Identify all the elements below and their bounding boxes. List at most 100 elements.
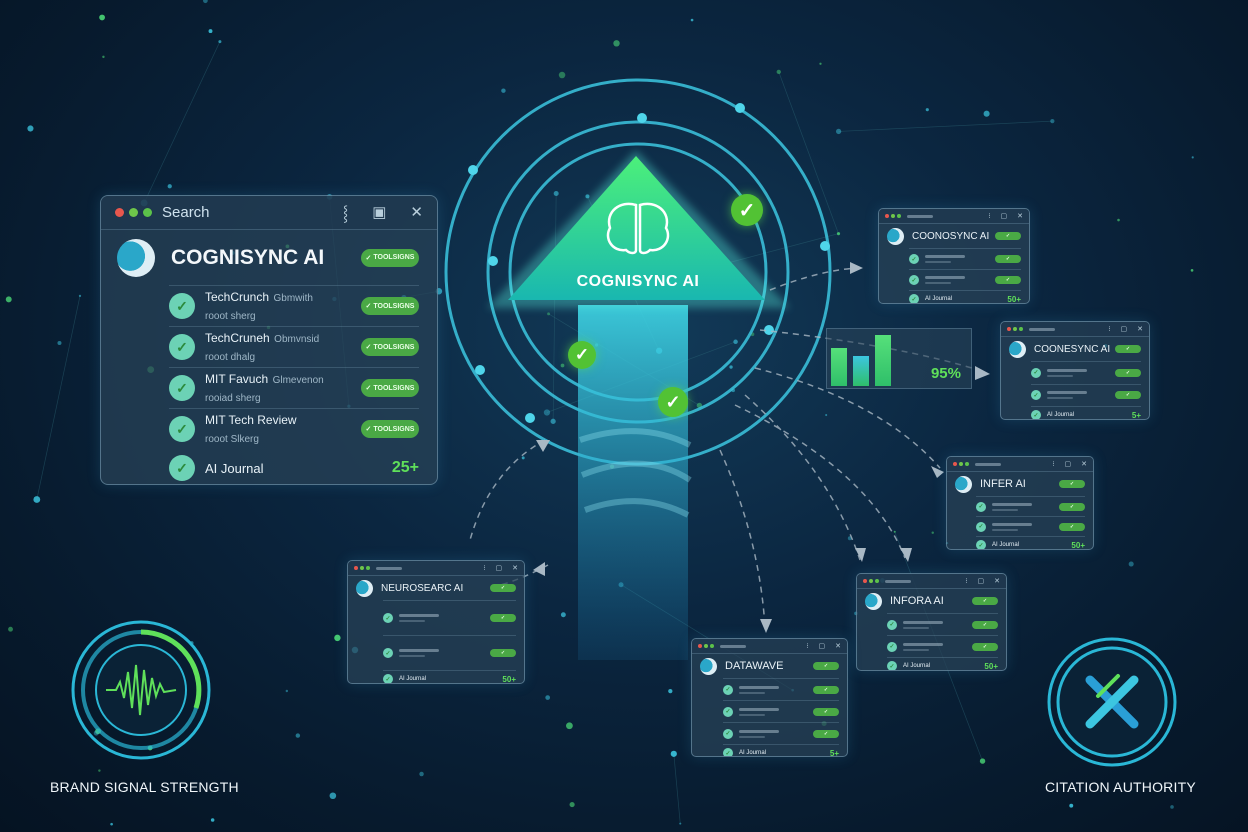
result-card: ⁝▢✕ DATAWAVE ✓ ✓ ✓ ✓ ✓ ✓ ✓ ✓ AI Journal …: [691, 638, 848, 757]
bar: [831, 348, 847, 386]
source-name: AI Journal: [739, 750, 767, 756]
source-sub: rooot dhalg: [205, 352, 256, 363]
list-item[interactable]: ✓ ✓: [383, 635, 516, 670]
list-item[interactable]: ✓ AI Journal 50+: [976, 536, 1085, 549]
list-item[interactable]: ✓ ✓: [1031, 361, 1141, 384]
status-badge: ✓: [972, 597, 998, 605]
minimize-dot[interactable]: [1013, 327, 1017, 331]
status-badge: ✓ TOOLSIGNS: [361, 297, 419, 315]
list-item[interactable]: ✓ ✓: [976, 516, 1085, 536]
check-icon: ✓: [1031, 367, 1041, 378]
list-item[interactable]: ✓ AI Journal 50+: [383, 670, 516, 684]
list-item[interactable]: ✓ AI Journal 50+: [909, 290, 1021, 304]
check-icon: ✓: [976, 501, 986, 512]
close-dot[interactable]: [953, 462, 957, 466]
source-name: AI Journal: [925, 296, 953, 302]
close-icon[interactable]: ✕: [1017, 213, 1023, 220]
status-badge: ✓: [972, 620, 998, 629]
source-count: 50+: [1007, 294, 1021, 304]
list-item[interactable]: ✓ MIT Favuch Glmevenon rooiad sherg ✓ TO…: [169, 367, 419, 408]
minimize-dot[interactable]: [704, 644, 708, 648]
maximize-dot[interactable]: [897, 214, 901, 218]
close-icon[interactable]: ✕: [512, 565, 518, 572]
list-item[interactable]: ✓ ✓: [723, 678, 839, 700]
minimize-dot[interactable]: [959, 462, 963, 466]
list-item[interactable]: ✓ MIT Tech Review rooot Slkerg ✓ TOOLSIG…: [169, 408, 419, 449]
window-icon[interactable]: ▢: [495, 565, 503, 572]
brain-logo-icon: [865, 592, 882, 610]
maximize-dot[interactable]: [366, 566, 370, 570]
info-icon[interactable]: ⁝: [1052, 461, 1055, 468]
info-icon[interactable]: ⁝: [965, 578, 968, 585]
window-icon[interactable]: ▢: [1120, 326, 1128, 333]
verified-check-icon: ✓: [731, 194, 763, 226]
check-icon: ✓: [1031, 390, 1041, 401]
maximize-dot[interactable]: [143, 208, 152, 217]
info-icon[interactable]: ⁝: [988, 213, 991, 220]
card-brand: COONOSYNC AI: [912, 230, 990, 242]
list-item[interactable]: ✓ AI Journal 25+: [169, 449, 419, 484]
maximize-dot[interactable]: [1019, 327, 1023, 331]
info-icon[interactable]: ⁝: [483, 565, 486, 572]
brain-logo-icon: [887, 227, 904, 245]
list-item[interactable]: ✓ ✓: [887, 613, 998, 635]
maximize-dot[interactable]: [710, 644, 714, 648]
list-item[interactable]: ✓ ✓: [909, 248, 1021, 269]
card-brand: COONESYNC AI: [1034, 343, 1111, 355]
window-icon[interactable]: ▢: [818, 643, 826, 650]
brain-logo-icon: [1009, 340, 1026, 358]
list-item[interactable]: ✓ ✓: [723, 722, 839, 744]
window-title: Search: [162, 204, 210, 221]
close-dot[interactable]: [863, 579, 867, 583]
minimize-dot[interactable]: [869, 579, 873, 583]
status-badge: ✓: [813, 729, 839, 738]
close-dot[interactable]: [1007, 327, 1011, 331]
info-icon[interactable]: ⁝: [806, 643, 809, 650]
card-brand: NEUROSEARC AI: [381, 582, 464, 594]
info-icon[interactable]: ⸾: [342, 204, 349, 222]
maximize-dot[interactable]: [875, 579, 879, 583]
info-icon[interactable]: ⁝: [1108, 326, 1111, 333]
check-icon: ✓: [723, 684, 733, 695]
minimize-dot[interactable]: [891, 214, 895, 218]
list-item[interactable]: ✓ AI Journal 5+: [1031, 406, 1141, 419]
minimize-dot[interactable]: [129, 208, 138, 217]
status-badge: ✓: [995, 232, 1021, 240]
close-dot[interactable]: [885, 214, 889, 218]
list-item[interactable]: ✓ AI Journal 5+: [723, 744, 839, 756]
list-item[interactable]: ✓ ✓: [723, 700, 839, 722]
check-icon: ✓: [169, 334, 195, 360]
close-icon[interactable]: ✕: [1137, 326, 1143, 333]
hero-brand-label: COGNISYNC AI: [576, 273, 700, 290]
status-badge: ✓: [995, 255, 1021, 263]
list-item[interactable]: ✓ ✓: [976, 496, 1085, 516]
close-dot[interactable]: [115, 208, 124, 217]
source-name: AI Journal: [399, 676, 427, 682]
close-icon[interactable]: ✕: [835, 643, 841, 650]
close-icon[interactable]: ✕: [1081, 461, 1087, 468]
verified-check-icon: ✓: [658, 387, 688, 417]
window-icon[interactable]: ▢: [977, 578, 985, 585]
maximize-dot[interactable]: [965, 462, 969, 466]
status-badge: ✓: [813, 707, 839, 716]
close-dot[interactable]: [354, 566, 358, 570]
close-icon[interactable]: ✕: [994, 578, 1000, 585]
minimize-dot[interactable]: [360, 566, 364, 570]
percent-label: 95%: [930, 365, 961, 382]
list-item[interactable]: ✓ ✓: [383, 600, 516, 635]
list-item[interactable]: ✓ ✓: [909, 269, 1021, 290]
list-item[interactable]: ✓ TechCruneh Obmvnsid rooot dhalg ✓ TOOL…: [169, 326, 419, 367]
waveform-icon: [106, 664, 177, 716]
list-item[interactable]: ✓ ✓: [1031, 383, 1141, 407]
list-item[interactable]: ✓ AI Journal 50+: [887, 657, 998, 670]
result-card: ⁝▢✕ NEUROSEARC AI ✓ ✓ ✓ ✓ ✓ ✓ AI Journal…: [347, 560, 525, 684]
list-item[interactable]: ✓ ✓: [887, 635, 998, 657]
list-item[interactable]: ✓ TechCrunch Gbmwith rooot sherg ✓ TOOLS…: [169, 285, 419, 326]
close-dot[interactable]: [698, 644, 702, 648]
window-icon[interactable]: ▢: [1064, 461, 1072, 468]
source-count: 50+: [502, 674, 516, 684]
close-icon[interactable]: ✕: [410, 203, 423, 221]
window-icon[interactable]: ▣: [372, 203, 387, 221]
window-icon[interactable]: ▢: [1000, 213, 1008, 220]
card-brand: INFER AI: [980, 478, 1026, 490]
